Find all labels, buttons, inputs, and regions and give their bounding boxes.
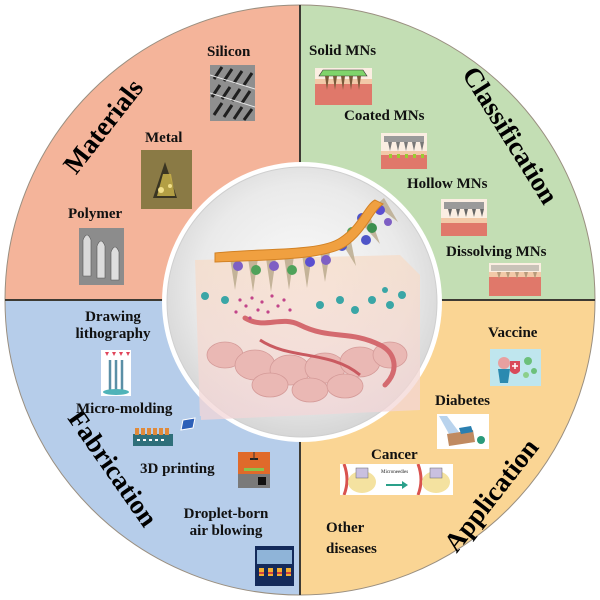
droplet-air-blowing-label-line1: Droplet-born [183,506,269,522]
drug-particles-magenta [234,294,292,320]
capillary [259,338,361,377]
solid-mns-icon [315,68,372,105]
coated-mns-icon [381,133,427,169]
dissolving-mns-label: Dissolving MNs [446,244,547,260]
blood-vessel [242,315,397,388]
vaccine-icon [490,349,541,386]
patch-backing [214,199,384,263]
droplet-air-blowing-icon [255,546,294,586]
hollow-mns-label: Hollow MNs [407,176,488,192]
other-diseases-label-line2: diseases [326,541,377,557]
drawing-lithography-label-line2: lithography [75,326,151,342]
silicon-label: Silicon [207,44,251,60]
cancer-label: Cancer [371,447,418,463]
cancer-icon: Microneedles [340,464,453,495]
solid-mns-label: Solid MNs [309,43,377,59]
metal-microneedle-icon [141,150,192,209]
hollow-mns-icon [441,199,487,236]
center-illustration [162,162,442,442]
polymer-label: Polymer [68,206,123,222]
drawing-lithography-icon [101,350,131,396]
drawing-lithography-label: Drawing lithography [63,309,163,343]
3d-printer-icon [236,450,272,490]
coated-mns-label: Coated MNs [344,108,425,124]
microneedle-patch [214,198,398,292]
diabetes-label: Diabetes [435,393,490,409]
vaccine-label: Vaccine [488,325,538,341]
other-diseases-label: Other diseases [326,520,377,558]
micro-molding-label: Micro-molding [76,401,173,417]
silicon-microneedle-sem-icon [210,65,255,121]
polymer-microneedle-sem-icon [79,228,124,285]
cancer-inset-microneedles-text: Microneedles [381,470,409,475]
drawing-lithography-label-line1: Drawing [85,309,141,325]
dissolving-mns-icon [489,263,541,296]
diabetes-icon [437,414,489,449]
micro-molding-icon [131,416,201,452]
3d-printing-label: 3D printing [140,461,215,477]
drug-particles-teal [201,287,406,314]
metal-label: Metal [145,130,183,146]
other-diseases-label-line1: Other [326,520,365,536]
droplet-air-blowing-label-line2: air blowing [189,523,263,539]
droplet-air-blowing-label: Droplet-born air blowing [176,506,276,540]
